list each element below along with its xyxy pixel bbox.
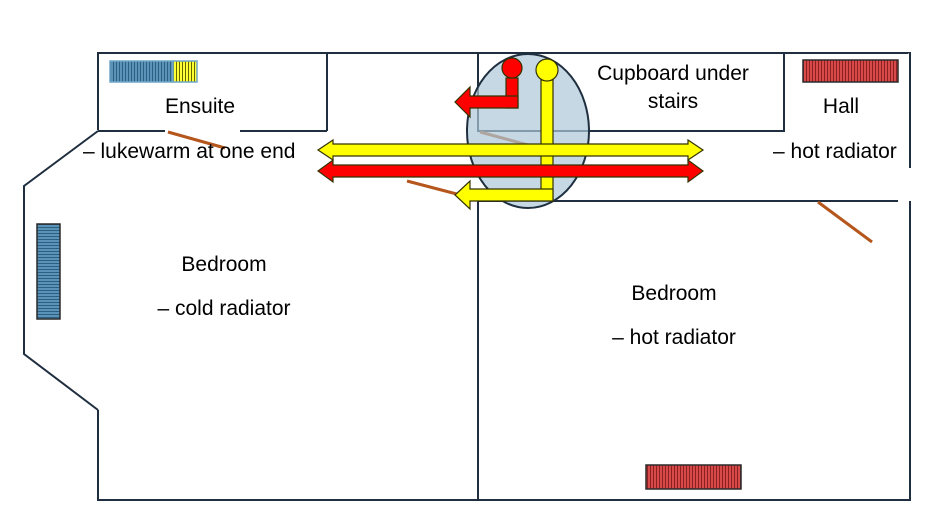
ensuite-label: Ensuite bbox=[164, 95, 236, 118]
cupboard-label-line1: Cupboard under bbox=[597, 62, 749, 85]
red-flow-arrow bbox=[316, 158, 705, 184]
right-bedroom-note: – hot radiator bbox=[612, 326, 736, 349]
right-bedroom-label: Bedroom bbox=[631, 282, 717, 305]
right-bedroom-radiator-hot bbox=[645, 464, 742, 490]
red-riser-cap bbox=[501, 57, 523, 79]
hall-radiator-hot bbox=[802, 59, 899, 83]
yellow-flow-arrow bbox=[316, 138, 705, 162]
yellow-riser bbox=[540, 79, 554, 201]
right-bedroom-door bbox=[817, 200, 873, 244]
radiators bbox=[36, 59, 899, 490]
ensuite-radiator-lukewarm bbox=[109, 60, 198, 83]
red-branch-arrow bbox=[454, 85, 519, 119]
cupboard-label-line2: stairs bbox=[647, 90, 699, 113]
pipe-highlight-ellipse bbox=[466, 53, 590, 209]
left-bedroom-label: Bedroom bbox=[181, 253, 267, 276]
left-bedroom-radiator-cold bbox=[36, 223, 61, 320]
left-bay-wall bbox=[23, 130, 99, 411]
yellow-return-arrow bbox=[454, 179, 554, 211]
hall-note: – hot radiator bbox=[773, 140, 897, 163]
left-bedroom-note: – cold radiator bbox=[157, 297, 291, 320]
pipes bbox=[316, 57, 705, 211]
yellow-riser-cap bbox=[535, 58, 559, 82]
ensuite-door bbox=[167, 130, 226, 150]
ensuite-note: – lukewarm at one end bbox=[83, 140, 296, 163]
hall-label: Hall bbox=[822, 95, 860, 118]
